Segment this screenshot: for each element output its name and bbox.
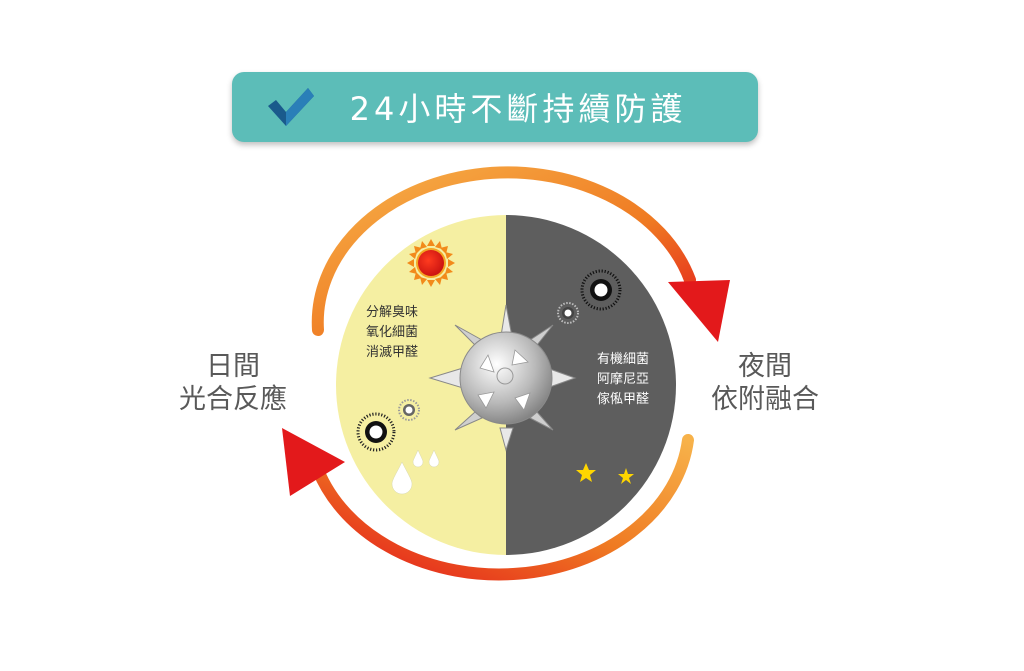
night-effect-item: 有機細菌 xyxy=(596,352,649,367)
title-text: 24小時不斷持續防護 xyxy=(349,90,687,128)
particle-icon xyxy=(356,412,396,452)
cycle-arrow-icon xyxy=(311,166,730,342)
day-half xyxy=(336,215,506,555)
day-effect-item: 分解臭味 xyxy=(365,305,418,320)
catalyst-ball-icon xyxy=(428,304,577,452)
nighttime-label-line: 依附融合 xyxy=(711,384,819,415)
daytime-label-line: 日間 xyxy=(206,351,260,382)
water-drop-icon xyxy=(391,449,440,495)
star-icon xyxy=(576,463,596,482)
night-effects-list: 有機細菌 阿摩尼亞 傢俬甲醛 xyxy=(578,350,668,410)
nighttime-label: 夜間 依附融合 xyxy=(695,350,835,416)
star-icon xyxy=(618,468,634,484)
particle-icon xyxy=(398,399,420,421)
check-icon xyxy=(268,88,314,126)
night-half xyxy=(506,215,676,555)
title-banner: 24小時不斷持續防護 xyxy=(232,72,758,142)
particle-icon xyxy=(580,269,622,311)
sun-icon xyxy=(407,239,455,287)
particle-icon xyxy=(557,302,579,324)
nighttime-label-line: 夜間 xyxy=(738,351,792,382)
night-effect-item: 阿摩尼亞 xyxy=(596,372,649,387)
day-effect-item: 氧化細菌 xyxy=(365,325,418,340)
daytime-label: 日間 光合反應 xyxy=(168,350,298,416)
night-effect-item: 傢俬甲醛 xyxy=(596,392,649,407)
daytime-label-line: 光合反應 xyxy=(179,384,287,415)
day-effect-item: 消滅甲醛 xyxy=(365,345,418,360)
cycle-arrow-icon xyxy=(282,428,694,581)
day-effects-list: 分解臭味 氧化細菌 消滅甲醛 xyxy=(352,303,432,363)
